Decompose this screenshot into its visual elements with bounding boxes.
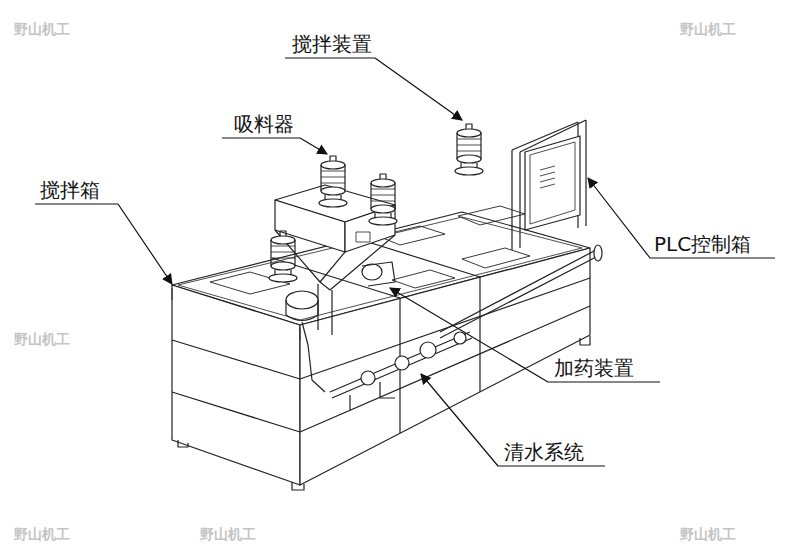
callout-label: 清水系统 (502, 440, 586, 464)
callout-label: 搅拌装置 (290, 32, 374, 56)
watermark: 野山机工 (680, 525, 736, 543)
watermark: 野山机工 (14, 330, 70, 348)
watermark: 野山机工 (14, 20, 70, 38)
watermark: 野山机工 (680, 20, 736, 38)
callout-label: 加药装置 (552, 356, 636, 380)
callout-label: PLC控制箱 (652, 232, 753, 256)
callout-label: 吸料器 (232, 112, 296, 136)
callout-label: 搅拌箱 (38, 178, 102, 202)
watermark: 野山机工 (200, 525, 256, 543)
watermark: 野山机工 (14, 525, 70, 543)
